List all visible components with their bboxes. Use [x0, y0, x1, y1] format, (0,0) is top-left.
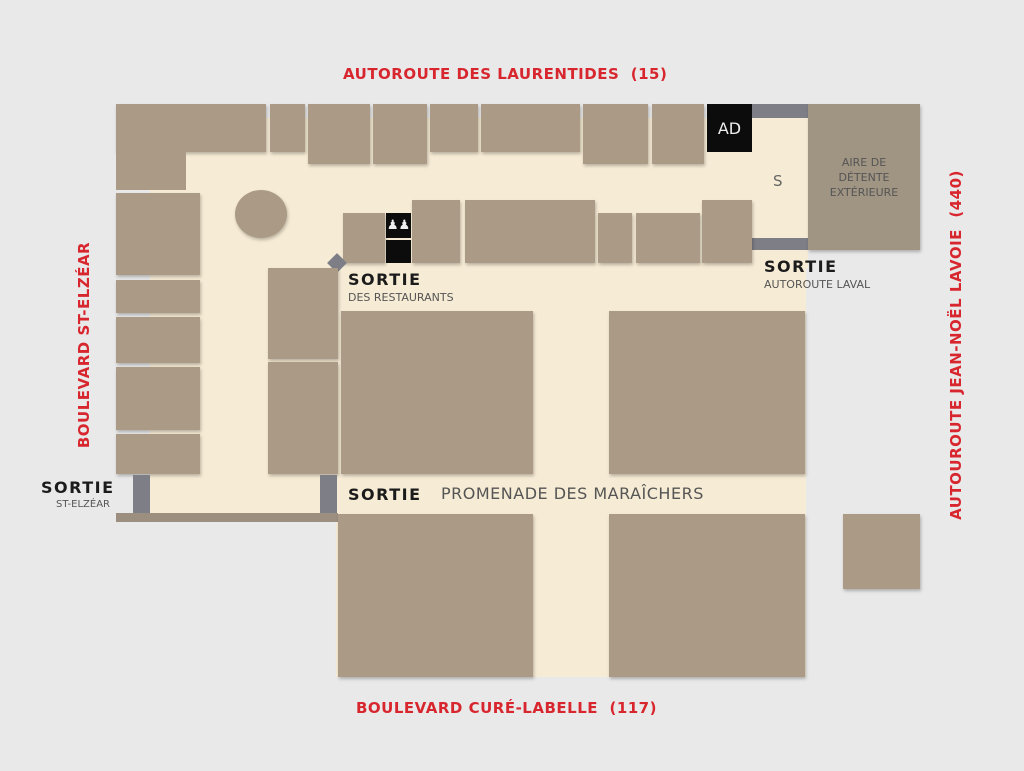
exit-door [752, 104, 808, 118]
exit-laval-label: SORTIE [764, 257, 838, 276]
store[interactable] [652, 104, 704, 164]
s-marker: S [773, 172, 783, 190]
wall [116, 513, 338, 522]
exit-maraichers-sub: PROMENADE DES MARAÎCHERS [441, 484, 704, 503]
outdoor-area-label: AIRE DE DÉTENTE EXTÉRIEURE [829, 155, 899, 199]
exit-maraichers-label: SORTIE [348, 485, 422, 504]
store[interactable] [270, 104, 305, 152]
store[interactable] [843, 514, 920, 589]
exit-door [133, 475, 150, 513]
store[interactable] [338, 514, 533, 677]
store[interactable] [373, 104, 427, 164]
store[interactable] [609, 514, 805, 677]
restroom-block [386, 240, 411, 263]
store[interactable] [430, 104, 478, 152]
store[interactable] [583, 104, 648, 164]
store[interactable] [116, 104, 186, 190]
road-west: BOULEVARD ST-ELZÉAR [75, 241, 93, 449]
store[interactable] [268, 362, 338, 474]
store[interactable] [116, 317, 200, 363]
store[interactable] [465, 200, 595, 263]
exit-elzear-label: SORTIE [41, 478, 115, 497]
road-south: BOULEVARD CURÉ-LABELLE (117) [356, 699, 657, 717]
store[interactable] [598, 213, 632, 263]
store[interactable] [116, 434, 200, 474]
store[interactable] [116, 193, 200, 275]
road-east: AUTOUROUTE JEAN-NOËL LAVOIE (440) [947, 170, 965, 520]
store[interactable] [412, 200, 460, 263]
oval-kiosk[interactable] [235, 190, 287, 238]
exit-restaurants-label: SORTIE [348, 270, 422, 289]
store[interactable] [341, 311, 533, 474]
exit-door [320, 475, 337, 513]
store[interactable] [116, 280, 200, 313]
road-north: AUTOROUTE DES LAURENTIDES (15) [343, 65, 668, 83]
store[interactable] [343, 213, 385, 263]
store[interactable] [116, 367, 200, 430]
exit-laval-sub: AUTOROUTE LAVAL [764, 278, 871, 291]
exit-elzear-sub: ST-ELZÉAR [56, 499, 110, 510]
ad-marker: AD [707, 104, 752, 152]
restroom-icon: ♟♟ [386, 213, 411, 238]
outdoor-rest-area[interactable]: AIRE DE DÉTENTE EXTÉRIEURE [808, 104, 920, 250]
store[interactable] [481, 104, 580, 152]
store[interactable] [268, 268, 338, 359]
store[interactable] [609, 311, 805, 474]
store[interactable] [636, 213, 700, 263]
store[interactable] [702, 200, 752, 263]
exit-restaurants-sub: DES RESTAURANTS [348, 291, 454, 304]
exit-door [752, 238, 808, 250]
store[interactable] [308, 104, 370, 164]
